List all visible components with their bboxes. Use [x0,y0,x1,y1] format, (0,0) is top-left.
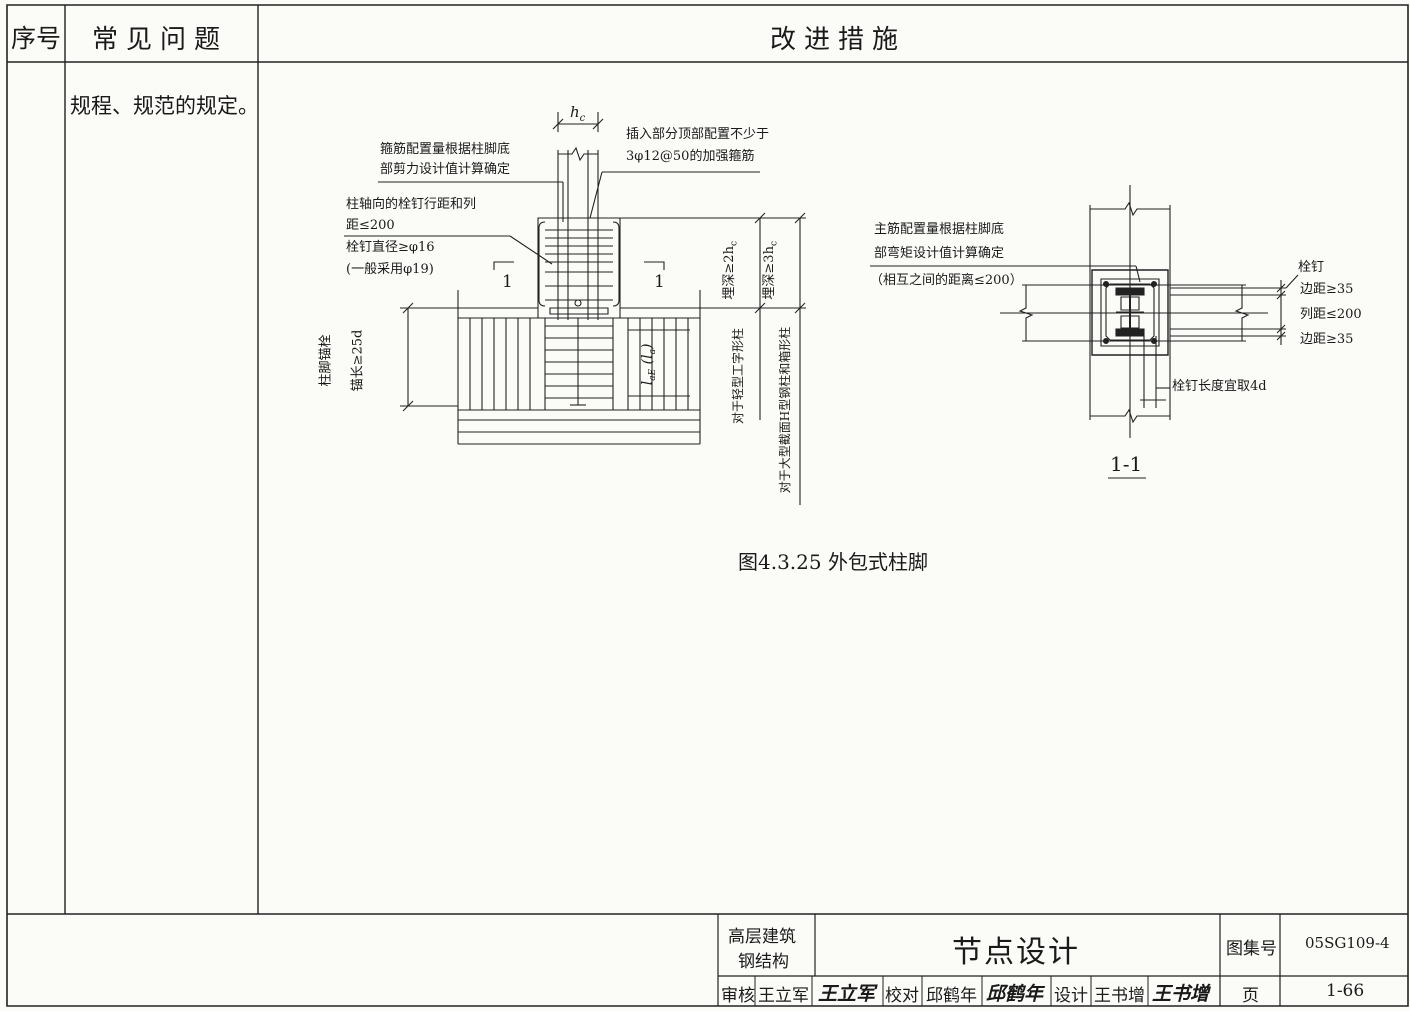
page-number: 1-66 [1326,981,1365,1001]
checker-signature: 邱鹤年 [986,983,1044,1005]
header-measure: 改进措施 [770,25,907,55]
note-stud-2: 距≤200 [346,218,395,233]
section-mark-left: 1 [502,272,513,292]
atlas-number: 05SG109-4 [1305,934,1390,952]
section-mark-right: 1 [654,272,665,292]
checker-name: 邱鹤年 [926,986,977,1006]
note-stirrup-2: 部剪力设计值计算确定 [380,162,511,177]
note-main-1: 主筋配置量根据柱脚底 [874,222,1005,237]
reviewer-name: 王立军 [758,986,809,1006]
edge-distance-1: 边距≥35 [1300,282,1354,297]
hc-dim-label: hc [570,103,586,124]
sheet-title: 节点设计 [952,935,1080,970]
stud-length: 栓钉长度宜取4d [1172,379,1267,394]
note-main-3: （相互之间的距离≤200） [870,273,1023,288]
note-main-2: 部弯矩设计值计算确定 [874,246,1005,261]
series-line-1: 高层建筑 [728,927,796,947]
row-spacing: 列距≤200 [1300,307,1362,322]
reviewer-signature: 王立军 [818,983,876,1005]
designer-signature: 王书增 [1152,983,1210,1005]
note-top-2: 3φ12@50的加强箍筋 [626,149,755,164]
note-stud-4: (一般采用φ19) [346,262,434,277]
note-stirrup-1: 箍筋配置量根据柱脚底 [380,142,511,157]
design-label: 设计 [1054,986,1088,1006]
note-stud-1: 柱轴向的栓钉行距和列 [346,197,477,212]
header-seq: 序号 [11,24,62,53]
review-label: 审核 [721,986,755,1006]
designer-name: 王书增 [1094,986,1145,1006]
edge-distance-2: 边距≥35 [1300,332,1354,347]
series-line-2: 钢结构 [738,952,789,972]
figure-caption: 图4.3.25 外包式柱脚 [738,550,928,574]
stud-label: 栓钉 [1298,260,1325,275]
note-stud-3: 栓钉直径≥φ16 [346,240,435,255]
page-label: 页 [1242,986,1259,1006]
check-label: 校对 [885,986,919,1006]
section-label-1-1: 1-1 [1110,452,1143,476]
note-top-1: 插入部分顶部配置不少于 [626,127,770,142]
issue-cell-text: 规程、规范的规定。 [70,94,259,118]
header-issue: 常见问题 [92,25,229,55]
atlas-label: 图集号 [1226,939,1277,959]
